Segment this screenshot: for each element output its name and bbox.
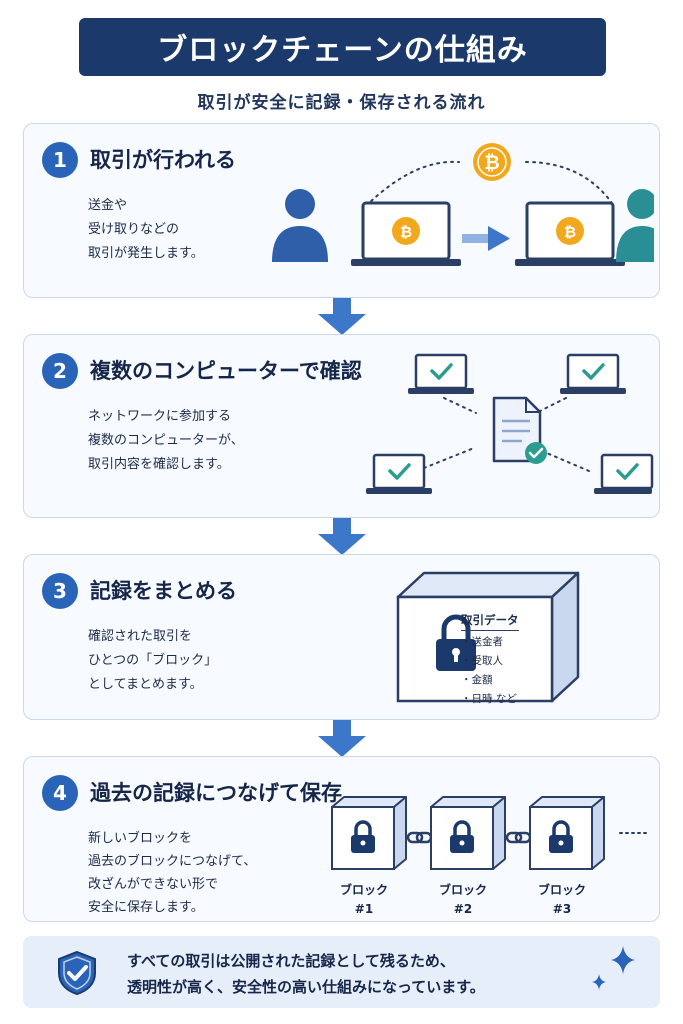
transaction-data-item: ・金額 xyxy=(461,674,493,686)
svg-text:₿: ₿ xyxy=(564,223,576,241)
step-card-2: 2 複数のコンピューターで確認 ネットワークに参加する 複数のコンピューターが、… xyxy=(23,334,660,518)
transaction-data-heading: 取引データ xyxy=(461,612,519,631)
step-desc-line: 受け取りなどの xyxy=(88,222,180,237)
step-desc-line: 改ざんができない形で xyxy=(88,877,219,892)
block-cube-illustration xyxy=(396,571,580,703)
step-card-1: 1 取引が行われる 送金や 受け取りなどの 取引が発生します。 ₿ ₿ xyxy=(23,123,660,298)
transaction-data-item: ・受取人 xyxy=(461,655,503,667)
step-desc-1: 送金や 受け取りなどの 取引が発生します。 xyxy=(88,194,204,266)
flow-arrow-icon xyxy=(318,720,366,757)
step-number-3: 3 xyxy=(42,573,78,609)
page-title: ブロックチェーンの仕組み xyxy=(79,18,606,76)
summary-text: すべての取引は公開された記録として残るため、 透明性が高く、安全性の高い仕組みに… xyxy=(127,948,485,1000)
check-icon xyxy=(616,463,639,480)
check-icon xyxy=(582,363,605,380)
check-icon xyxy=(430,363,453,380)
chain-block-cube xyxy=(529,796,605,870)
document-icon xyxy=(492,396,547,464)
step-desc-2: ネットワークに参加する 複数のコンピューターが、 取引内容を確認します。 xyxy=(88,405,244,477)
step-title-4: 過去の記録につなげて保存 xyxy=(90,781,342,805)
laptop-icon: ₿ xyxy=(515,201,625,266)
check-icon xyxy=(388,463,411,480)
chain-block-cube xyxy=(430,796,506,870)
chain-block-number: #2 xyxy=(453,902,473,916)
chain-block-name: ブロック xyxy=(339,883,388,897)
chain-block-label-2: ブロック #2 xyxy=(423,881,503,919)
chain-block-number: #1 xyxy=(354,902,374,916)
network-illustration xyxy=(366,353,654,494)
chain-link-icon xyxy=(406,831,433,844)
laptop-icon xyxy=(408,353,474,394)
lock-icon xyxy=(351,820,375,853)
network-link xyxy=(443,397,477,414)
step-number-1: 1 xyxy=(42,142,78,178)
user-icon xyxy=(616,189,654,262)
chain-block-label-1: ブロック #1 xyxy=(324,881,404,919)
chain-block-number: #3 xyxy=(552,902,572,916)
user-icon xyxy=(272,189,328,262)
network-link xyxy=(535,397,567,414)
step-desc-line: 新しいブロックを xyxy=(88,831,193,846)
step-card-4: 4 過去の記録につなげて保存 新しいブロックを 過去のブロックにつなげて、 改ざ… xyxy=(23,756,660,922)
flow-arrow-icon xyxy=(318,518,366,555)
step-title-1: 取引が行われる xyxy=(90,148,236,172)
sparkle-icon xyxy=(592,946,635,990)
step-desc-line: としてまとめます。 xyxy=(88,677,203,692)
flow-arrow-icon xyxy=(318,298,366,335)
summary-banner: すべての取引は公開された記録として残るため、 透明性が高く、安全性の高い仕組みに… xyxy=(23,936,660,1008)
lock-icon xyxy=(450,820,474,853)
step-title-3: 記録をまとめる xyxy=(90,579,237,603)
laptop-icon xyxy=(366,453,432,494)
step-desc-line: ネットワークに参加する xyxy=(88,409,232,424)
lock-icon xyxy=(436,614,476,671)
chain-block-label-3: ブロック #3 xyxy=(522,881,602,919)
step-number-2: 2 xyxy=(42,353,78,389)
step-desc-3: 確認された取引を ひとつの「ブロック」 としてまとめます。 xyxy=(88,625,217,697)
block-chain-illustration xyxy=(331,796,651,870)
laptop-icon xyxy=(594,453,654,494)
svg-text:₿: ₿ xyxy=(400,223,412,241)
laptop-icon: ₿ xyxy=(351,201,461,266)
dotted-arc xyxy=(365,160,460,207)
transaction-data-list: 取引データ ・送金者 ・受取人 ・金額 ・日時 など xyxy=(461,609,519,709)
step-desc-4: 新しいブロックを 過去のブロックにつなげて、 改ざんができない形で 安全に保存し… xyxy=(88,827,256,919)
dotted-arc xyxy=(525,161,615,207)
chain-block-name: ブロック xyxy=(438,883,487,897)
step-title-2: 複数のコンピューターで確認 xyxy=(90,359,362,383)
step-number-4: 4 xyxy=(42,775,78,811)
step-card-3: 3 記録をまとめる 確認された取引を ひとつの「ブロック」 としてまとめます。 … xyxy=(23,554,660,720)
step-desc-line: 確認された取引を xyxy=(88,629,193,644)
bitcoin-coin-icon: ₿ xyxy=(473,143,511,181)
step-desc-line: 複数のコンピューターが、 xyxy=(88,433,244,448)
laptop-icon xyxy=(560,353,626,394)
svg-text:₿: ₿ xyxy=(484,152,499,174)
step-desc-line: 取引内容を確認します。 xyxy=(88,457,230,472)
transaction-data-item: ・送金者 xyxy=(461,636,503,648)
chain-link-icon xyxy=(505,831,532,844)
step-desc-line: ひとつの「ブロック」 xyxy=(88,653,218,668)
chain-block-name: ブロック xyxy=(537,883,586,897)
summary-line: 透明性が高く、安全性の高い仕組みになっています。 xyxy=(127,978,485,996)
check-badge-icon xyxy=(525,442,547,464)
step-desc-line: 過去のブロックにつなげて、 xyxy=(88,854,257,869)
lock-icon xyxy=(549,820,573,853)
summary-line: すべての取引は公開された記録として残るため、 xyxy=(127,952,455,970)
shield-check-icon xyxy=(58,950,96,996)
step-desc-line: 送金や xyxy=(88,198,128,213)
step-desc-line: 取引が発生します。 xyxy=(88,246,204,261)
page-subtitle: 取引が安全に記録・保存される流れ xyxy=(197,93,486,113)
chain-block-cube xyxy=(331,796,407,870)
transaction-illustration: ₿ ₿ ₿ xyxy=(272,143,654,266)
transaction-data-item: ・日時 など xyxy=(461,693,517,705)
step-desc-line: 安全に保存します。 xyxy=(88,900,204,915)
network-link xyxy=(423,447,475,469)
transfer-arrow-icon xyxy=(462,226,510,251)
network-link xyxy=(541,450,590,472)
